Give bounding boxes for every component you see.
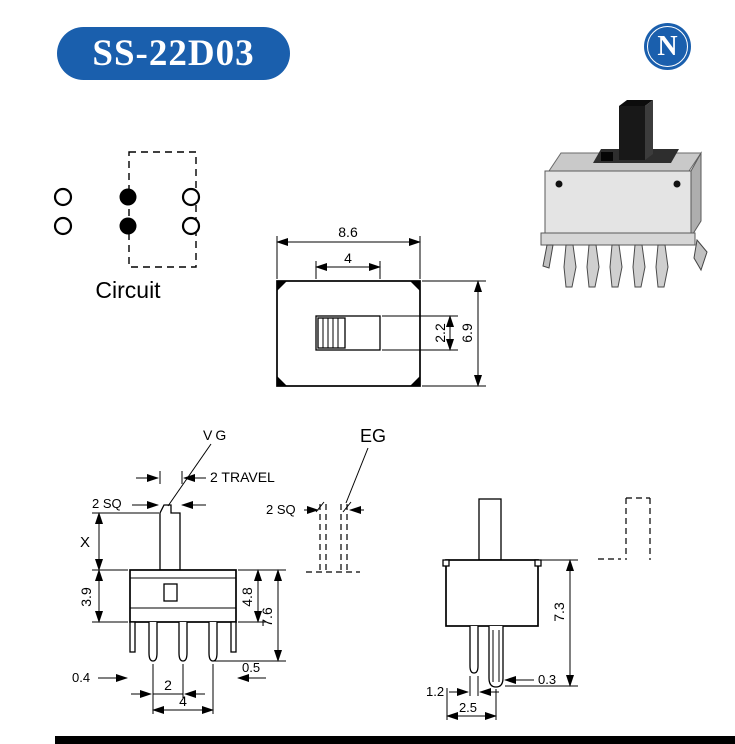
circuit-diagram: Circuit	[53, 151, 201, 303]
top-view-body	[276, 280, 421, 387]
dim-top-slot-height: 2.2	[432, 323, 448, 343]
dim-leg-right: 0.5	[242, 660, 260, 675]
dim-side-total-height: 7.3	[551, 602, 567, 622]
dim-upper-body: 3.9	[78, 587, 94, 607]
dim-top-height: 6.9	[459, 323, 475, 343]
label-eg: EG	[360, 426, 386, 446]
front-view-leg	[230, 621, 237, 653]
dim-side-pin-width: 1.2	[426, 684, 444, 699]
front-view-knob	[159, 504, 181, 571]
top-view-knob	[317, 317, 346, 349]
product-photo	[540, 100, 708, 288]
label-travel: 2 TRAVEL	[210, 469, 275, 485]
part-number-badge: SS-22D03	[57, 27, 290, 80]
circuit-open-contact	[53, 216, 73, 236]
front-view-pin	[178, 622, 188, 662]
circuit-label: Circuit	[95, 277, 161, 303]
photo-pin	[563, 244, 577, 288]
dim-pin-pitch: 2	[164, 677, 172, 693]
photo-knob-top	[619, 100, 653, 106]
circuit-open-contact	[181, 187, 201, 207]
front-view-leg	[129, 621, 136, 653]
dim-side-pin-distance: 2.5	[459, 700, 477, 715]
side-view-drawing: 7.3 1.2 0.3 2.5	[426, 497, 651, 720]
circuit-dashed-box	[128, 151, 197, 268]
dim-pin-span: 4	[179, 693, 187, 709]
circuit-open-contact	[53, 187, 73, 207]
circuit-open-contact	[181, 216, 201, 236]
front-view-drawing: VG 2 TRAVEL 2 SQ X 3.9 4.8 7.6 0.4 0.5	[72, 427, 286, 714]
dim-knob-height-x: X	[80, 534, 90, 551]
photo-knob	[619, 106, 645, 160]
front-view-pin	[208, 622, 218, 662]
front-view-body	[129, 569, 237, 623]
brand-logo-letter: N	[657, 30, 678, 62]
front-view-pin	[148, 622, 158, 662]
dim-body-height: 4.8	[239, 587, 255, 607]
side-view-pin	[488, 626, 504, 688]
label-knob-sq: 2 SQ	[92, 496, 122, 511]
dim-side-pin-offset: 0.3	[538, 672, 556, 687]
dim-top-width: 8.6	[338, 224, 358, 240]
brand-logo-icon: N	[644, 23, 691, 70]
side-view-knob	[478, 498, 502, 561]
photo-pin	[632, 244, 646, 288]
label-ghost-sq: 2 SQ	[266, 502, 296, 517]
side-view-body	[445, 559, 539, 627]
part-number: SS-22D03	[92, 33, 255, 74]
label-vg: VG	[203, 427, 229, 443]
photo-body	[544, 170, 692, 238]
circuit-common-contact	[119, 188, 137, 206]
top-view-drawing: 8.6 4 2.2 6.9	[276, 224, 486, 387]
photo-pin	[655, 244, 669, 288]
dim-top-slot-width: 4	[344, 250, 352, 266]
footer-bar	[55, 736, 735, 744]
eg-ghost-view: EG 2 SQ	[266, 426, 386, 573]
photo-pin	[609, 244, 623, 288]
photo-pin	[586, 244, 600, 288]
circuit-common-contact	[119, 217, 137, 235]
dim-total-height: 7.6	[259, 607, 275, 627]
side-view-pin	[469, 626, 479, 674]
dim-leg-left: 0.4	[72, 670, 90, 685]
side-ghost-knob	[625, 497, 651, 560]
